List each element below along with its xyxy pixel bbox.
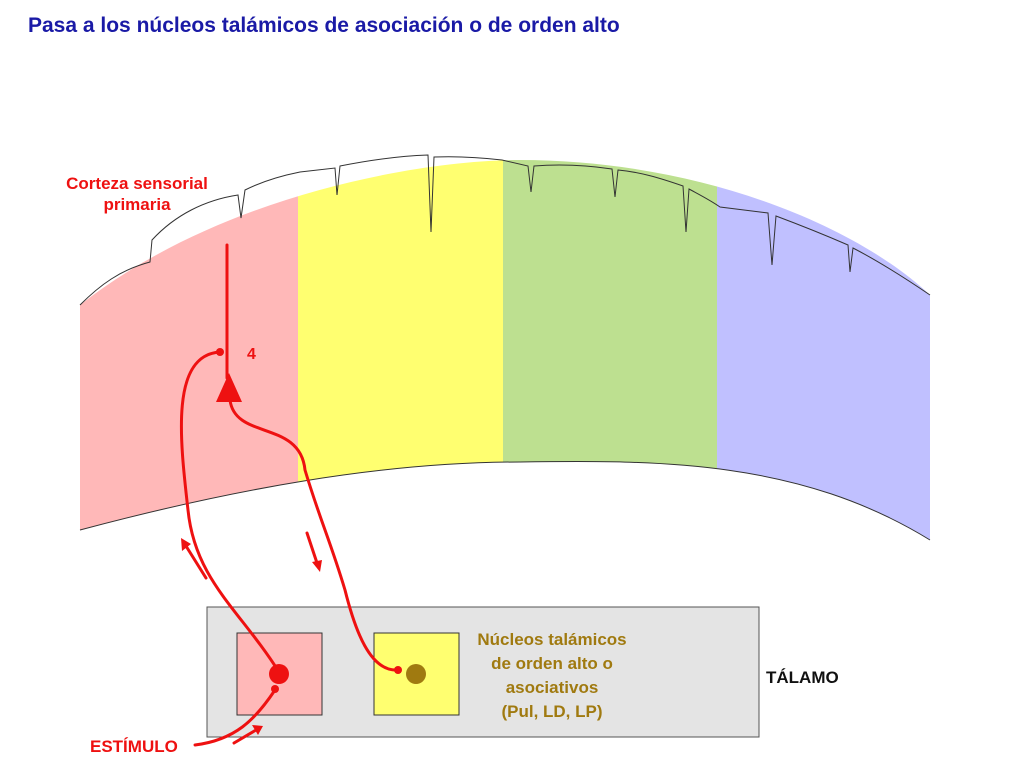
- cortex-region-primary: [80, 160, 298, 540]
- association-nuclei-label-line3: asociativos: [506, 678, 599, 697]
- stimulus-direction-arrow: [232, 728, 258, 745]
- cortex-band: [80, 160, 930, 540]
- ascending-direction-arrow: [184, 544, 208, 580]
- association-nuclei-label-line2: de orden alto o: [491, 654, 613, 673]
- pyramidal-cell-body: [216, 373, 242, 402]
- cortex-label-line2: primaria: [103, 195, 171, 214]
- corticothalamic-axon: [228, 398, 400, 672]
- cortex-surface-outline: [79, 154, 931, 306]
- cortex-region-blue: [717, 160, 930, 540]
- neural-pathways: [179, 243, 400, 747]
- synapse-terminal-stimulus: [271, 685, 279, 693]
- cortex-inner-outline: [79, 460, 931, 541]
- descending-arrowhead: [312, 560, 322, 572]
- ascending-arrowhead: [181, 538, 191, 551]
- stimulus-arrowhead: [252, 725, 263, 735]
- cortex-region-yellow: [298, 160, 503, 540]
- thalamocortical-axon: [179, 350, 281, 674]
- synapse-terminal-association: [394, 666, 402, 674]
- primary-thalamic-neuron: [269, 664, 289, 684]
- association-nuclei-label-line4: (Pul, LD, LP): [501, 702, 602, 721]
- synapse-terminal-layer4: [216, 348, 224, 356]
- slide-title: Pasa a los núcleos talámicos de asociaci…: [28, 14, 620, 37]
- cortex-label-line1: Corteza sensorial: [66, 174, 208, 193]
- pathway-markers: [181, 348, 402, 735]
- association-nuclei-label-line1: Núcleos talámicos: [477, 630, 626, 649]
- cortex-region-green: [503, 160, 717, 540]
- thalamus-label: TÁLAMO: [766, 668, 839, 687]
- stimulus-label: ESTÍMULO: [90, 737, 178, 756]
- stimulus-input-line: [193, 688, 277, 747]
- association-thalamic-neuron: [406, 664, 426, 684]
- descending-direction-arrow: [305, 531, 319, 565]
- layer-4-label: 4: [247, 346, 256, 363]
